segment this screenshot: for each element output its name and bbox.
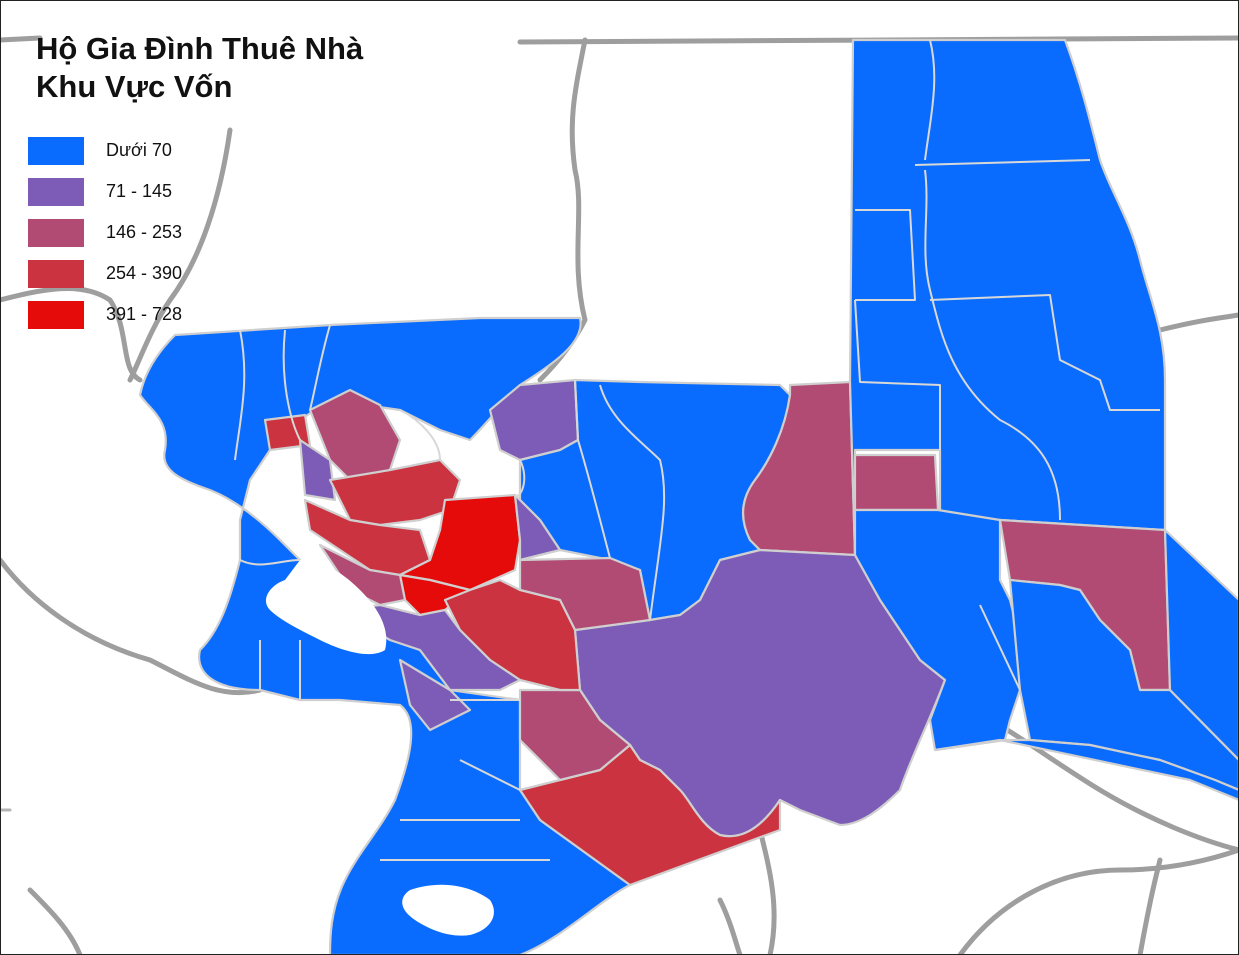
title-line-2: Khu Vực Vốn (36, 69, 233, 104)
roads-layer (0, 35, 1239, 955)
legend-label: 254 - 390 (106, 263, 183, 283)
title-line-1: Hộ Gia Đình Thuê Nhà (36, 31, 364, 66)
legend-swatch (28, 300, 84, 329)
legend-item: 254 - 390 (28, 253, 182, 294)
legend-item: 71 - 145 (28, 171, 182, 212)
legend-label: 146 - 253 (106, 222, 183, 242)
legend-swatch (28, 218, 84, 247)
legend-label: 71 - 145 (106, 181, 173, 201)
legend-swatch (28, 177, 84, 206)
legend: Dưới 70 71 - 145 146 - 253 254 - 390 391… (28, 130, 182, 335)
legend-item: 146 - 253 (28, 212, 182, 253)
legend-label: Dưới 70 (106, 140, 172, 160)
legend-swatch (28, 259, 84, 288)
legend-label: 391 - 728 (106, 304, 183, 324)
map-title: Hộ Gia Đình Thuê Nhà Khu Vực Vốn (36, 30, 363, 106)
legend-swatch (28, 136, 84, 165)
legend-item: Dưới 70 (28, 130, 182, 171)
boundaries-layer (234, 39, 1160, 861)
tracts-layer (138, 38, 1239, 955)
legend-item: 391 - 728 (28, 294, 182, 335)
